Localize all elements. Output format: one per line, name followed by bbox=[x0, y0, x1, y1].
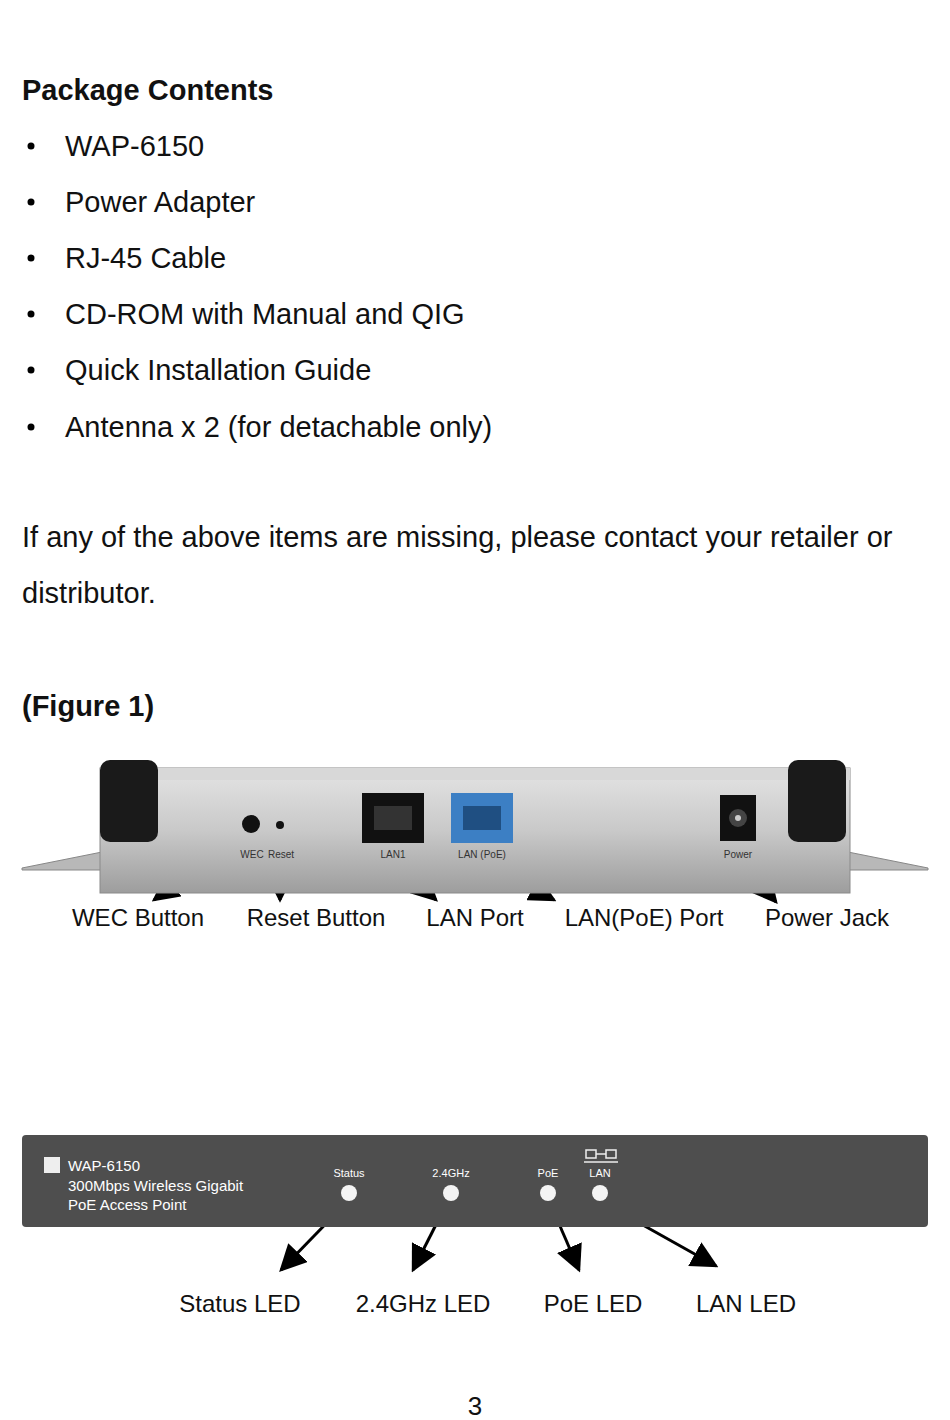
port-marking: WEC bbox=[240, 849, 263, 861]
led-marking: 2.4GHz bbox=[432, 1167, 469, 1180]
rear-panel-illustration bbox=[22, 760, 928, 895]
figure-label: (Figure 1) bbox=[22, 688, 154, 724]
port-marking: Reset bbox=[268, 849, 294, 861]
callout-label: PoE LED bbox=[544, 1289, 643, 1319]
list-item: Power Adapter bbox=[65, 184, 255, 220]
list-item: RJ-45 Cable bbox=[65, 240, 226, 276]
page-heading: Package Contents bbox=[22, 72, 273, 108]
port-marking: LAN (PoE) bbox=[458, 849, 506, 861]
callout-label: WEC Button bbox=[72, 903, 204, 933]
list-bullets bbox=[28, 143, 35, 431]
callout-label: LAN Port bbox=[426, 903, 523, 933]
list-item: CD-ROM with Manual and QIG bbox=[65, 296, 465, 332]
led-marking: Status bbox=[333, 1167, 364, 1180]
list-item: Antenna x 2 (for detachable only) bbox=[65, 409, 492, 445]
page-number: 3 bbox=[468, 1390, 482, 1420]
model-description: 300Mbps Wireless Gigabit PoE Access Poin… bbox=[68, 1176, 268, 1214]
port-marking: Power bbox=[724, 849, 752, 861]
callout-label: Reset Button bbox=[247, 903, 386, 933]
callout-label: LAN LED bbox=[696, 1289, 796, 1319]
rear-panel: WEC Reset LAN1 LAN (PoE) Power bbox=[22, 760, 928, 895]
callout-label: Status LED bbox=[179, 1289, 300, 1319]
model-name: WAP-6150 bbox=[68, 1157, 140, 1175]
note-paragraph: If any of the above items are missing, p… bbox=[22, 509, 932, 621]
callout-label: LAN(PoE) Port bbox=[565, 903, 724, 933]
led-marking: LAN bbox=[589, 1167, 610, 1180]
callout-label: 2.4GHz LED bbox=[356, 1289, 491, 1319]
front-panel: WAP-6150300Mbps Wireless Gigabit PoE Acc… bbox=[22, 1135, 928, 1227]
list-item: WAP-6150 bbox=[65, 128, 204, 164]
list-item: Quick Installation Guide bbox=[65, 352, 371, 388]
callout-label: Power Jack bbox=[765, 903, 889, 933]
port-marking: LAN1 bbox=[380, 849, 405, 861]
led-marking: PoE bbox=[538, 1167, 559, 1180]
